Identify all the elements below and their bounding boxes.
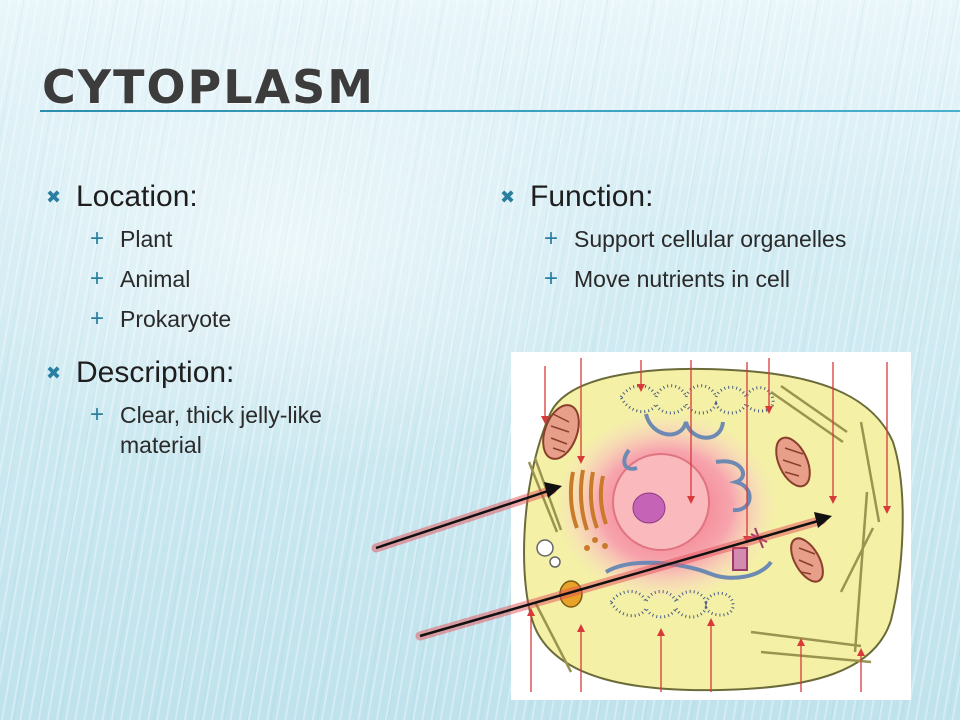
list-item: + Support cellular organelles	[544, 224, 900, 254]
plus-bullet-icon: +	[90, 265, 105, 292]
function-item-support: Support cellular organelles	[574, 226, 847, 252]
list-item: + Clear, thick jelly-like material	[90, 400, 406, 460]
plus-bullet-icon: +	[90, 401, 105, 428]
description-heading-row: ✖ Description:	[46, 356, 406, 390]
function-heading-row: ✖ Function:	[500, 180, 900, 214]
right-column: ✖ Function: + Support cellular organelle…	[500, 180, 900, 294]
list-item: + Move nutrients in cell	[544, 264, 900, 294]
description-item: Clear, thick jelly-like material	[120, 402, 322, 458]
function-heading: Function:	[530, 180, 654, 213]
list-item: + Animal	[90, 264, 406, 294]
nucleolus	[632, 492, 666, 524]
vacuole	[536, 539, 554, 557]
endoplasmic-reticulum-mid	[622, 413, 752, 513]
location-item-prokaryote: Prokaryote	[120, 306, 232, 332]
list-item: + Prokaryote	[90, 304, 406, 334]
mitochondrion-1	[542, 404, 580, 460]
description-heading: Description:	[76, 356, 235, 389]
x-bullet-icon: ✖	[46, 362, 62, 383]
plus-bullet-icon: +	[544, 265, 559, 292]
plus-bullet-icon: +	[90, 225, 105, 252]
plus-bullet-icon: +	[544, 225, 559, 252]
function-item-move: Move nutrients in cell	[574, 266, 791, 292]
mitochondrion-2	[775, 436, 811, 488]
list-item: + Plant	[90, 224, 406, 254]
x-bullet-icon: ✖	[46, 186, 62, 207]
location-heading: Location:	[76, 180, 198, 213]
location-item-animal: Animal	[120, 266, 191, 292]
title-underline	[40, 110, 960, 112]
left-column: ✖ Location: + Plant + Animal + Prokaryot…	[46, 180, 406, 460]
location-heading-row: ✖ Location:	[46, 180, 406, 214]
slide-title: CYTOPLASM	[42, 60, 376, 114]
x-bullet-icon: ✖	[500, 186, 516, 207]
location-item-plant: Plant	[120, 226, 173, 252]
cell-diagram	[511, 352, 911, 700]
plus-bullet-icon: +	[90, 305, 105, 332]
cell-illustration	[523, 358, 904, 692]
lysosome	[559, 580, 583, 608]
